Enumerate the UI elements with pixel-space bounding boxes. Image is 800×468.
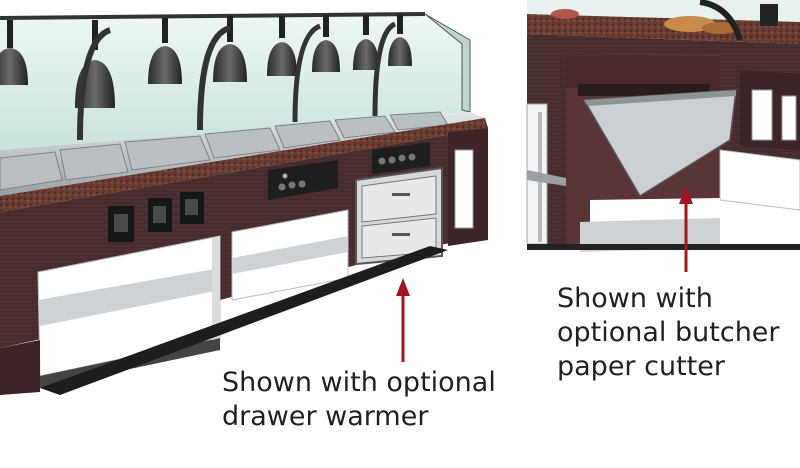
granite-countertop bbox=[0, 118, 488, 212]
caption-left-line2: drawer warmer bbox=[222, 401, 429, 432]
power-outlets bbox=[108, 192, 204, 242]
caption-right-line1: Shown with bbox=[557, 283, 713, 314]
caption-paper-cutter: Shown with optional butcher paper cutter bbox=[557, 282, 780, 384]
heat-lamps bbox=[0, 14, 412, 141]
caption-right-line3: paper cutter bbox=[557, 351, 725, 382]
caption-left-line1: Shown with optional bbox=[222, 367, 496, 398]
drawer-warmer bbox=[355, 166, 443, 266]
buffet-counter-left bbox=[0, 12, 488, 395]
caption-right-line2: optional butcher bbox=[557, 317, 780, 348]
control-panel-2 bbox=[372, 142, 430, 174]
food-display bbox=[551, 9, 738, 34]
caption-drawer-warmer: Shown with optional drawer warmer bbox=[222, 366, 496, 434]
butcher-paper-counter-right bbox=[526, 0, 800, 272]
control-panel-1 bbox=[268, 160, 338, 200]
